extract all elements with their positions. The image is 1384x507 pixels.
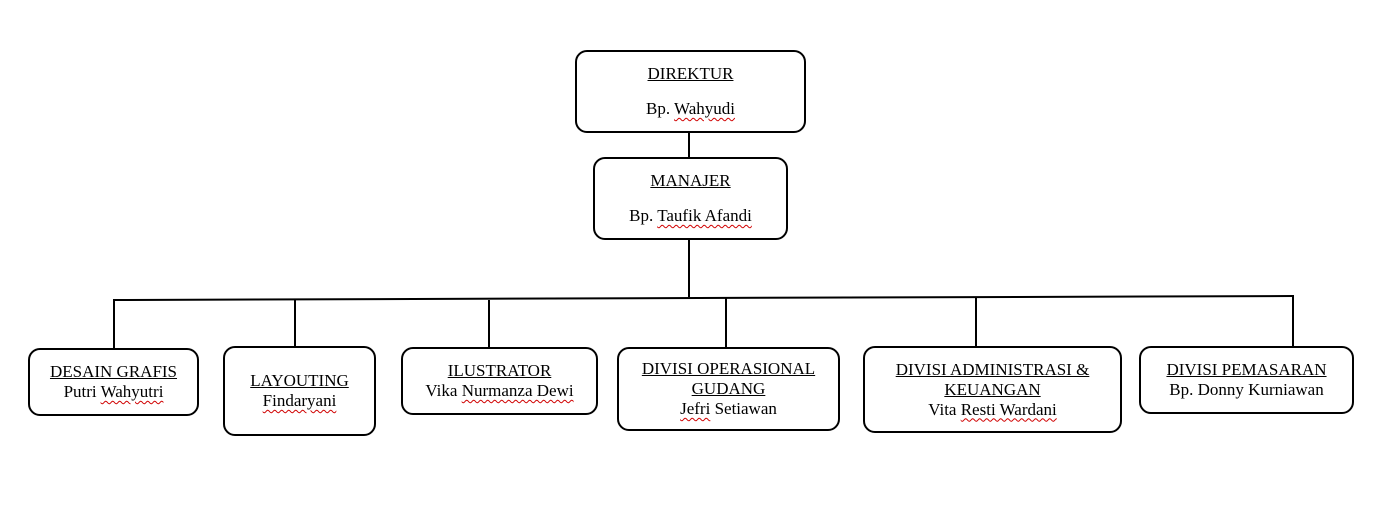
node-layouting: LAYOUTING Findaryani <box>223 346 376 436</box>
node-person: Bp. Donny Kurniawan <box>1169 380 1324 399</box>
node-title-line2: GUDANG <box>691 379 766 398</box>
node-divisi-administrasi-keuangan: DIVISI ADMINISTRASI & KEUANGAN Vita Rest… <box>863 346 1122 433</box>
node-divisi-operasional-gudang: DIVISI OPERASIONAL GUDANG Jefri Setiawan <box>617 347 840 431</box>
node-person: Bp. Wahyudi <box>646 99 735 118</box>
node-person: Jefri Setiawan <box>680 399 777 418</box>
node-person: Vika Nurmanza Dewi <box>425 381 574 400</box>
node-title-line1: DIVISI ADMINISTRASI & <box>895 359 1090 379</box>
node-title: DIREKTUR <box>647 64 734 83</box>
node-title: DIVISI PEMASARAN <box>1166 360 1327 379</box>
node-title: MANAJER <box>650 171 731 190</box>
node-title-line1: DIVISI OPERASIONAL <box>641 359 816 378</box>
node-title-line2: KEUANGAN <box>944 379 1041 399</box>
node-person: Vita Resti Wardani <box>928 399 1057 419</box>
node-person: Putri Wahyutri <box>63 382 164 401</box>
node-direktur: DIREKTUR Bp. Wahyudi <box>575 50 806 133</box>
node-person: Bp. Taufik Afandi <box>629 206 752 225</box>
node-ilustrator: ILUSTRATOR Vika Nurmanza Dewi <box>401 347 598 415</box>
node-manajer: MANAJER Bp. Taufik Afandi <box>593 157 788 240</box>
connector-horizontal-bar <box>112 295 1295 301</box>
node-title: ILUSTRATOR <box>447 361 552 380</box>
node-desain-grafis: DESAIN GRAFIS Putri Wahyutri <box>28 348 199 416</box>
node-divisi-pemasaran: DIVISI PEMASARAN Bp. Donny Kurniawan <box>1139 346 1354 414</box>
node-title: DESAIN GRAFIS <box>49 362 178 381</box>
node-person: Findaryani <box>262 391 337 410</box>
node-title: LAYOUTING <box>250 371 349 390</box>
